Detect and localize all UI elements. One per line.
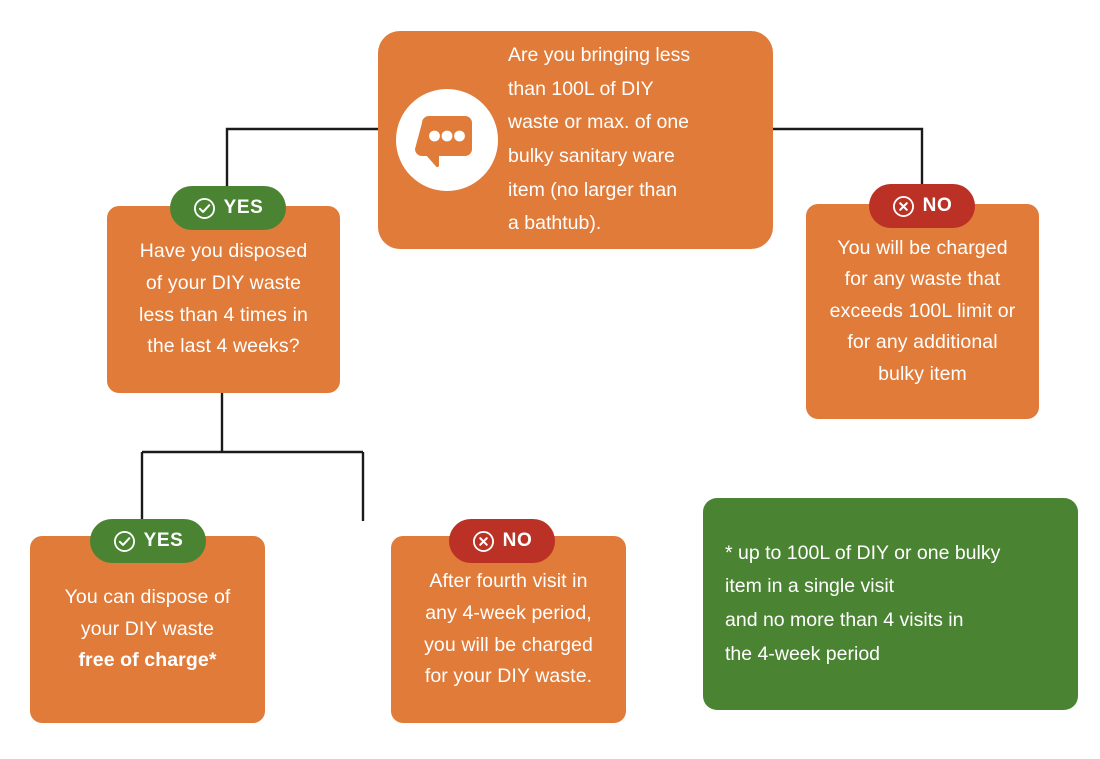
- circle-check-icon: [193, 197, 216, 220]
- level1-no-box: You will be charged for any waste that e…: [806, 204, 1039, 419]
- level2-no-text: After fourth visit in any 4-week period,…: [424, 570, 593, 688]
- level2-yes-line3-bold: free of charge*: [78, 649, 217, 672]
- badge-no-level1: NO: [869, 184, 975, 228]
- connector-root-to-yes: [225, 127, 378, 190]
- speech-bubble-icon: [394, 87, 500, 193]
- badge-no-label-level2: NO: [502, 529, 533, 551]
- circle-check-icon: [113, 530, 136, 553]
- level2-yes-line1: You can dispose of: [64, 586, 231, 609]
- level1-yes-box: Have you disposed of your DIY waste less…: [107, 206, 340, 393]
- root-question-box: Are you bringing less than 100L of DIY w…: [378, 31, 773, 249]
- level2-yes-line2: your DIY waste: [80, 617, 215, 640]
- level2-yes-text: You can dispose of your DIY waste free of …: [55, 582, 241, 677]
- badge-yes-label-level1: YES: [223, 196, 264, 218]
- badge-no-level2: NO: [449, 519, 555, 563]
- level1-no-text: You will be charged for any waste that e…: [829, 236, 1016, 385]
- badge-no-label-level1: NO: [922, 194, 953, 216]
- level2-yes-box: You can dispose of your DIY waste free of …: [30, 536, 265, 723]
- badge-yes-level1: YES: [170, 186, 286, 230]
- footnote-text: * up to 100L of DIY or one bulky item in…: [725, 541, 1001, 665]
- root-question-text: Are you bringing less than 100L of DIY w…: [508, 44, 691, 235]
- connector-root-to-no: [773, 127, 924, 188]
- footnote-box: * up to 100L of DIY or one bulky item in…: [703, 498, 1078, 710]
- level2-no-box: After fourth visit in any 4-week period,…: [391, 536, 626, 723]
- circle-x-icon: [472, 530, 495, 553]
- circle-x-icon: [892, 195, 915, 218]
- level1-yes-text: Have you disposed of your DIY waste less…: [139, 240, 308, 358]
- badge-yes-level2: YES: [90, 519, 206, 563]
- badge-yes-label-level2: YES: [143, 529, 184, 551]
